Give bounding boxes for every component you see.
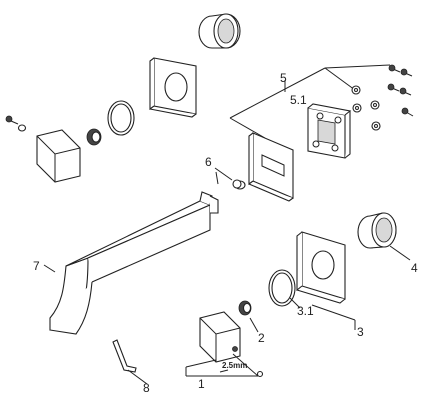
screw-icon xyxy=(232,346,238,352)
spout-7 xyxy=(49,191,219,335)
callout-6: 6 xyxy=(205,155,212,169)
callout-7: 7 xyxy=(33,259,40,273)
sleeve-ring-4 xyxy=(357,212,397,249)
callout-3-1: 3.1 xyxy=(297,304,314,318)
screws-group-5 xyxy=(387,64,414,117)
callout-2: 2 xyxy=(258,331,265,345)
rosette-plate-3 xyxy=(296,231,346,304)
callout-leaders xyxy=(43,171,411,385)
screw-icon xyxy=(388,64,401,73)
top-rosette-plate xyxy=(149,57,197,118)
callout-5-leaders xyxy=(229,64,391,139)
lower-handle-1 xyxy=(199,311,241,363)
top-ring-part xyxy=(198,13,241,49)
grub-screws-1 xyxy=(232,346,264,378)
part-6-nut xyxy=(214,167,246,190)
left-handle-assembly xyxy=(5,100,135,183)
screw-icon xyxy=(256,370,264,378)
callout-8: 8 xyxy=(143,381,150,395)
hex-key-size-label: 2.5mm xyxy=(222,361,247,370)
callout-4: 4 xyxy=(411,261,418,275)
screw-icon xyxy=(387,83,400,92)
hex-key-8 xyxy=(112,339,137,373)
callout-1: 1 xyxy=(198,377,205,391)
screw-icon xyxy=(400,68,413,77)
screw-icon xyxy=(401,107,414,117)
callout-5-1: 5.1 xyxy=(290,93,307,107)
callout-3: 3 xyxy=(357,325,364,339)
screw-icon xyxy=(5,115,19,125)
hex-nut-2 xyxy=(238,300,252,316)
washers xyxy=(351,85,381,131)
screw-icon xyxy=(399,87,412,96)
cover-plate-5 xyxy=(248,132,294,202)
o-ring-3-1 xyxy=(268,269,296,307)
callout-5: 5 xyxy=(280,71,287,85)
mounting-bracket-5-1 xyxy=(307,103,352,159)
hex-nut-icon xyxy=(86,128,102,146)
